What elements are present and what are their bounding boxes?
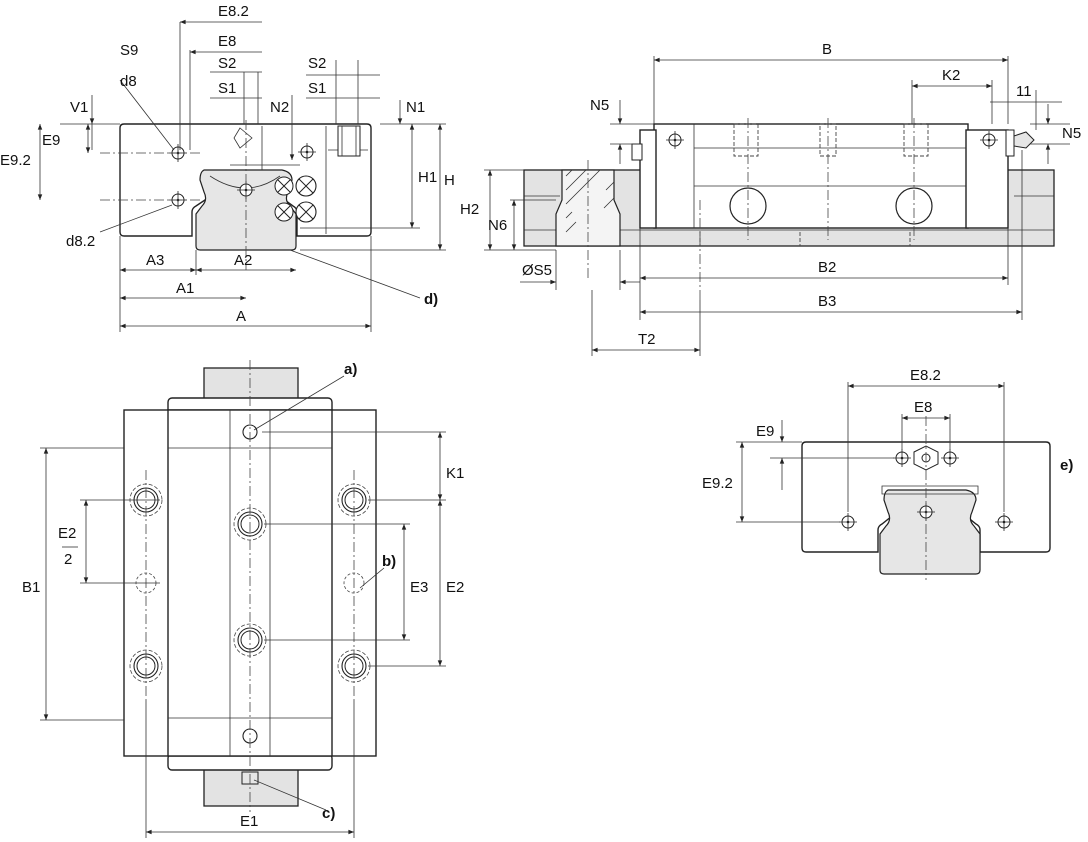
label-s1: S1 <box>218 80 236 97</box>
note-c: c) <box>322 805 335 822</box>
label-e9: E9 <box>42 132 60 149</box>
label-k2: K2 <box>942 67 960 84</box>
label-h2: H2 <box>460 201 479 218</box>
label-s1-right: S1 <box>308 80 326 97</box>
detail-e-dimensions: E8.2 E8 E9 E9.2 e) <box>702 367 1073 523</box>
label-e9-detail: E9 <box>756 423 774 440</box>
front-view <box>100 120 372 270</box>
label-s9: S9 <box>120 42 138 59</box>
label-h: H <box>444 172 455 189</box>
label-e2: E2 <box>446 579 464 596</box>
label-t2: T2 <box>638 331 656 348</box>
top-view-dimensions: K1 E2 2 E3 E2 B1 E1 a) b) c) <box>22 361 464 838</box>
label-n1: N1 <box>406 99 425 116</box>
label-d8: d8 <box>120 73 137 90</box>
label-a3: A3 <box>146 252 164 269</box>
label-a1: A1 <box>176 280 194 297</box>
label-n5-left: N5 <box>590 97 609 114</box>
label-e3: E3 <box>410 579 428 596</box>
label-n5-right: N5 <box>1062 125 1081 142</box>
label-h1: H1 <box>418 169 437 186</box>
label-d82: d8.2 <box>66 233 95 250</box>
label-11: 11 <box>1016 83 1032 100</box>
label-s5: ØS5 <box>522 262 552 279</box>
rolling-elements <box>274 175 317 223</box>
label-a: A <box>236 308 246 325</box>
label-e2-half: E2 <box>58 525 76 542</box>
label-e8: E8 <box>218 33 236 50</box>
note-b: b) <box>382 553 396 570</box>
side-view-dimensions: B K2 11 N5 N5 H2 N6 ØS5 B2 B3 T2 <box>460 41 1081 356</box>
label-b3: B3 <box>818 293 836 310</box>
label-b: B <box>822 41 832 58</box>
label-b1: B1 <box>22 579 40 596</box>
label-k1: K1 <box>446 465 464 482</box>
label-e92: E9.2 <box>0 152 31 169</box>
label-b2: B2 <box>818 259 836 276</box>
side-view <box>523 118 1055 300</box>
top-view <box>123 360 377 812</box>
label-n6: N6 <box>488 217 507 234</box>
label-e82: E8.2 <box>218 3 249 20</box>
label-s2: S2 <box>218 55 236 72</box>
label-e8-detail: E8 <box>914 399 932 416</box>
label-two: 2 <box>64 551 72 568</box>
detail-e-view <box>801 416 1051 580</box>
note-e: e) <box>1060 457 1073 474</box>
note-a: a) <box>344 361 357 378</box>
label-e82-detail: E8.2 <box>910 367 941 384</box>
label-v1: V1 <box>70 99 88 116</box>
label-s2-right: S2 <box>308 55 326 72</box>
front-view-dimensions: E8.2 S9 E8 S2 d8 S1 S2 S1 V1 N2 N1 E9 E9… <box>0 3 455 332</box>
label-e92-detail: E9.2 <box>702 475 733 492</box>
note-d: d) <box>424 291 438 308</box>
label-a2: A2 <box>234 252 252 269</box>
label-e1: E1 <box>240 813 258 830</box>
label-n2: N2 <box>270 99 289 116</box>
